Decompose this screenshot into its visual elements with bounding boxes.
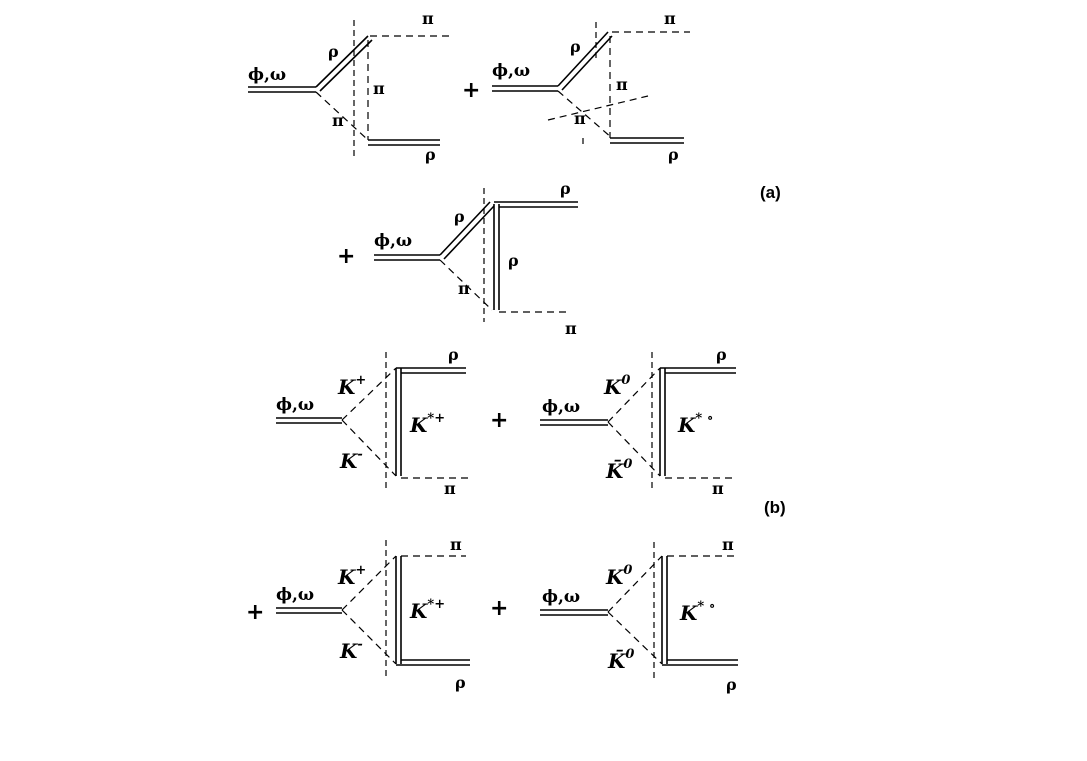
label-kaon: K- [339, 637, 363, 663]
panel-label-a: (a) [760, 183, 781, 202]
plus-sign: + [337, 244, 355, 269]
label-rho: ρ [425, 145, 436, 164]
label-phi-omega: ϕ,ω [542, 397, 580, 417]
label-phi-omega: ϕ,ω [542, 587, 580, 607]
label-kaon: K0 [605, 563, 632, 589]
label-rho: ρ [454, 207, 465, 226]
label-pi: π [373, 79, 385, 98]
label-pi: π [332, 111, 344, 130]
diagram-a2: ϕ,ω ρ π π π ρ [492, 9, 690, 164]
label-rho: ρ [455, 673, 466, 692]
diagram-a1: ϕ,ω ρ π π π ρ [248, 9, 450, 164]
phi-omega-line [276, 417, 342, 424]
rho-line-exchange [493, 204, 500, 310]
label-kstar: K* ∘ [677, 411, 713, 437]
label-kaon-bar: K̄0 [607, 647, 634, 673]
phi-omega-line [276, 607, 342, 614]
kaon-line-lower [607, 421, 661, 477]
label-pi: π [444, 479, 456, 498]
label-pi: π [664, 9, 676, 28]
label-pi: π [565, 319, 577, 338]
kstar-line-exchange [659, 368, 666, 476]
diagram-a3: ϕ,ω ρ π ρ ρ π [374, 179, 578, 338]
rho-line-out [660, 367, 736, 374]
label-rho: ρ [508, 251, 519, 270]
kstar-line-exchange [395, 556, 402, 664]
diagram-b4: ϕ,ω K0 K̄0 K* ∘ π ρ [540, 535, 738, 694]
label-kstar: K* ∘ [679, 599, 715, 625]
label-phi-omega: ϕ,ω [248, 65, 286, 85]
pi-line-lower [439, 259, 493, 311]
plus-sign: + [490, 408, 508, 433]
kaon-line-upper [607, 367, 661, 423]
label-phi-omega: ϕ,ω [276, 585, 314, 605]
diagram-b2: ϕ,ω K0 K̄0 K* ∘ ρ π [540, 345, 736, 498]
label-pi: π [458, 279, 470, 298]
label-kaon: K0 [603, 373, 630, 399]
rho-line-out [368, 139, 440, 146]
label-pi: π [450, 535, 462, 554]
kaon-line-lower [341, 419, 397, 477]
rho-line-upper [439, 201, 495, 260]
label-kaon-bar: K̄0 [605, 457, 632, 483]
label-kaon: K- [339, 447, 363, 473]
kstar-line-exchange [661, 556, 668, 664]
plus-sign: + [246, 600, 264, 625]
rho-line-upper [557, 31, 613, 91]
kaon-line-upper [341, 367, 397, 421]
label-rho: ρ [448, 345, 459, 364]
label-kaon: K+ [337, 373, 366, 399]
rho-line-out [396, 659, 470, 666]
kaon-line-upper [607, 555, 663, 613]
label-kstar: K*+ [409, 597, 445, 623]
label-pi: π [722, 535, 734, 554]
plus-sign: + [490, 596, 508, 621]
label-rho: ρ [570, 37, 581, 56]
label-rho: ρ [668, 145, 679, 164]
kaon-line-lower [607, 611, 663, 665]
phi-omega-line [540, 609, 608, 616]
phi-omega-line [248, 86, 316, 93]
rho-line-upper [315, 35, 373, 92]
label-kaon: K+ [337, 563, 366, 589]
label-pi: π [422, 9, 434, 28]
label-phi-omega: ϕ,ω [492, 61, 530, 81]
rho-line-out [494, 201, 578, 208]
label-rho: ρ [328, 42, 339, 61]
label-rho: ρ [716, 345, 727, 364]
label-rho: ρ [560, 179, 571, 198]
diagram-b3: ϕ,ω K+ K- K*+ π ρ [276, 535, 470, 692]
panel-label-b: (b) [764, 498, 786, 517]
phi-omega-line [374, 254, 440, 261]
kstar-line-exchange [395, 368, 402, 476]
diagram-b1: ϕ,ω K+ K- K*+ ρ π [276, 345, 468, 498]
label-phi-omega: ϕ,ω [276, 395, 314, 415]
label-pi: π [712, 479, 724, 498]
kaon-line-lower [341, 609, 397, 665]
phi-omega-line [492, 85, 558, 92]
pi-line-crossed [547, 95, 649, 121]
plus-sign: + [462, 78, 480, 103]
label-rho: ρ [726, 675, 737, 694]
phi-omega-line [540, 419, 608, 426]
label-pi: π [574, 109, 586, 128]
rho-line-out [396, 367, 466, 374]
label-kstar: K*+ [409, 411, 445, 437]
kaon-line-upper [341, 555, 397, 611]
label-phi-omega: ϕ,ω [374, 231, 412, 251]
rho-line-out [662, 659, 738, 666]
rho-line-out [610, 137, 684, 144]
label-pi: π [616, 75, 628, 94]
